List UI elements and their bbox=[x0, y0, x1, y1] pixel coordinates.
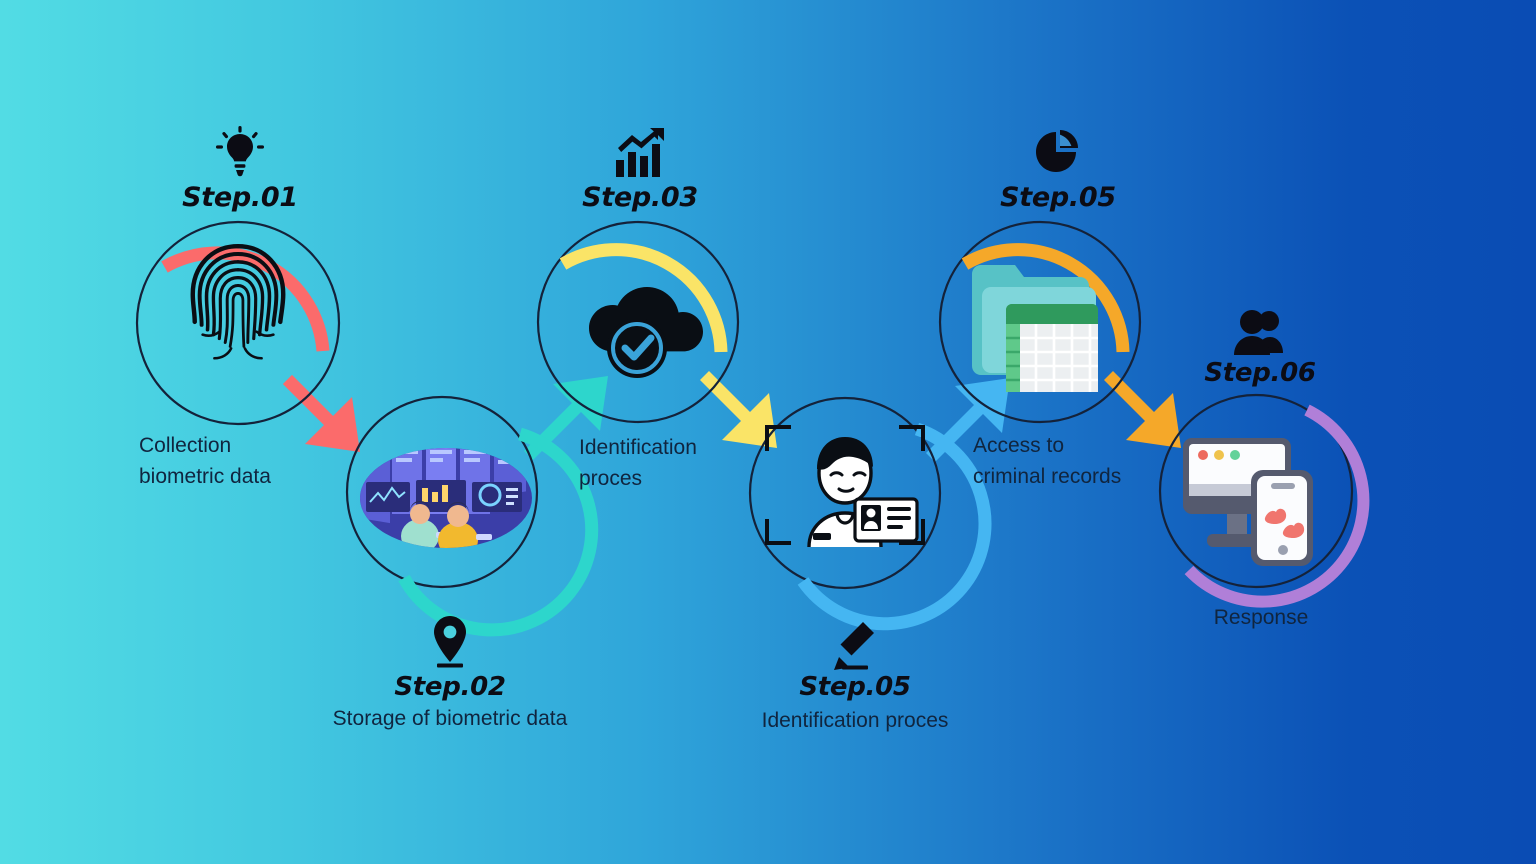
step-05-icon-group: Step.05 bbox=[978, 118, 1138, 213]
fingerprint-illustration bbox=[190, 243, 286, 360]
pencil-icon bbox=[832, 620, 878, 670]
step-04-ring bbox=[748, 396, 942, 590]
arrow-1-to-2 bbox=[283, 375, 360, 452]
pie-chart-icon bbox=[1034, 130, 1082, 178]
arrow-3-to-4 bbox=[700, 371, 777, 448]
step-06-label: Step.06 bbox=[1204, 358, 1316, 388]
step-02-icon-group: Step.02 bbox=[370, 612, 530, 702]
folder-spreadsheet-illustration bbox=[972, 265, 1098, 392]
step-01-icon-group: Step.01 bbox=[160, 118, 320, 213]
server-room-illustration bbox=[360, 448, 532, 548]
step-03-caption: Identification proces bbox=[579, 436, 697, 491]
step-05-label: Step.05 bbox=[1000, 182, 1116, 213]
step-04-label: Step.05 bbox=[799, 672, 911, 702]
step-06-circle bbox=[1155, 390, 1370, 608]
location-pin-icon bbox=[430, 614, 470, 670]
step-01-label: Step.01 bbox=[182, 182, 298, 213]
step-02-ring bbox=[345, 395, 539, 589]
face-id-scan-illustration bbox=[765, 425, 925, 548]
cloud-check-illustration bbox=[589, 287, 703, 378]
step-05-caption: Access to criminal records bbox=[973, 434, 1122, 489]
monitor-phone-illustration bbox=[1183, 438, 1313, 566]
step-06-caption: Response bbox=[1213, 606, 1309, 629]
step-03-label: Step.03 bbox=[582, 182, 698, 213]
step-04-icon-group: Step.05 bbox=[775, 614, 935, 702]
arrow-4-to-5 bbox=[913, 378, 1010, 462]
people-group-icon bbox=[1232, 309, 1288, 355]
step-06-ring bbox=[1158, 393, 1354, 589]
arrow-2-to-3 bbox=[511, 376, 608, 460]
lightbulb-icon bbox=[216, 126, 264, 178]
step-04-circle bbox=[747, 395, 992, 631]
step-02-label: Step.02 bbox=[394, 672, 506, 702]
bar-chart-growth-icon bbox=[614, 128, 666, 178]
step-04-caption: Identification proces bbox=[761, 709, 949, 732]
step-02-caption: Storage of biometric data bbox=[332, 707, 568, 730]
step-03-circle bbox=[535, 212, 755, 432]
step-05-ring bbox=[938, 220, 1142, 424]
step-01-caption: Collection biometric data bbox=[139, 434, 271, 489]
arrow-5-to-6 bbox=[1104, 371, 1181, 448]
step-05-circle bbox=[938, 212, 1158, 432]
step-01-circle bbox=[133, 210, 355, 432]
step-01-ring bbox=[135, 220, 341, 426]
step-03-ring bbox=[536, 220, 740, 424]
step-03-icon-group: Step.03 bbox=[560, 118, 720, 213]
step-06-icon-group: Step.06 bbox=[1180, 296, 1340, 388]
step-02-circle bbox=[342, 392, 599, 637]
